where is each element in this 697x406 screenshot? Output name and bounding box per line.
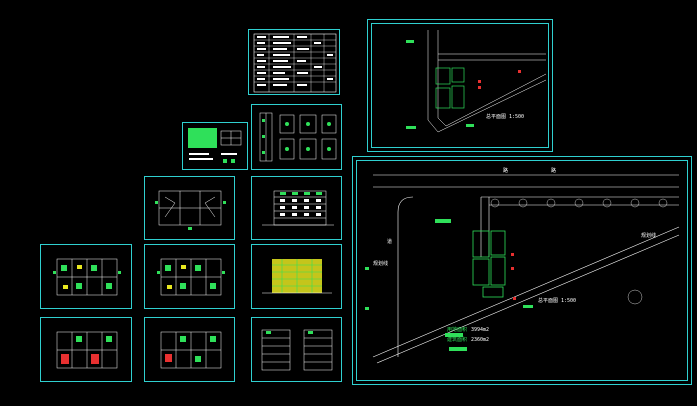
drawing-index-table [253, 33, 337, 93]
section-drawing [261, 329, 333, 371]
floor-plan-2-drawing [157, 258, 225, 296]
corner-label: 规划线 [641, 233, 657, 239]
road-label-top-2: 路 [551, 168, 557, 174]
area-label-1: 用地面积 [447, 327, 468, 333]
sheet-green-detail[interactable] [182, 122, 248, 170]
floor-plan-3-drawing [56, 331, 118, 369]
sheet-drawing-index[interactable] [248, 29, 340, 95]
details-drawing [259, 112, 337, 162]
area-value-2: 2360m2 [471, 337, 490, 343]
sheet-site-plan-large[interactable]: 路 路 道 规划线 规划线 总平面图 1:500 用地面积 3994m2 建筑面… [352, 156, 692, 385]
sheet-site-plan-small[interactable]: 总平面图 1:500 [367, 19, 553, 152]
roof-plan-drawing [155, 190, 226, 230]
sheet-construction-details[interactable] [251, 104, 342, 170]
elevation-1-drawing [262, 190, 334, 226]
sheet-section[interactable] [251, 317, 342, 382]
sheet-inner-frame [356, 160, 688, 381]
site-plan-small-drawing [406, 30, 547, 133]
sheet-inner-frame [371, 23, 549, 148]
elevation-2-drawing [262, 259, 332, 294]
floor-plan-4-drawing [160, 331, 222, 369]
sheet-floor-plan-2[interactable] [144, 244, 235, 309]
scale-label: 总平面图 1:500 [538, 298, 577, 304]
area-value-1: 3994m2 [471, 327, 490, 333]
sheet-roof-plan[interactable] [144, 176, 235, 240]
sheet-elevation-2[interactable] [251, 244, 342, 309]
sheet-floor-plan-1[interactable] [40, 244, 132, 309]
sheet-elevation-1[interactable] [251, 176, 342, 240]
sheet-floor-plan-4[interactable] [144, 317, 235, 382]
floor-plan-1-drawing [53, 258, 121, 296]
site-plan-large-drawing [365, 174, 680, 364]
site-plan-small-scale-label: 总平面图 1:500 [486, 114, 525, 120]
side-label: 规划线 [373, 261, 389, 267]
road-label-top: 路 [503, 168, 509, 174]
road-marker-left: 道 [387, 239, 393, 245]
sheet-floor-plan-3[interactable] [40, 317, 132, 382]
area-label-2: 建筑面积 [447, 337, 468, 343]
green-detail-drawing [188, 128, 242, 163]
